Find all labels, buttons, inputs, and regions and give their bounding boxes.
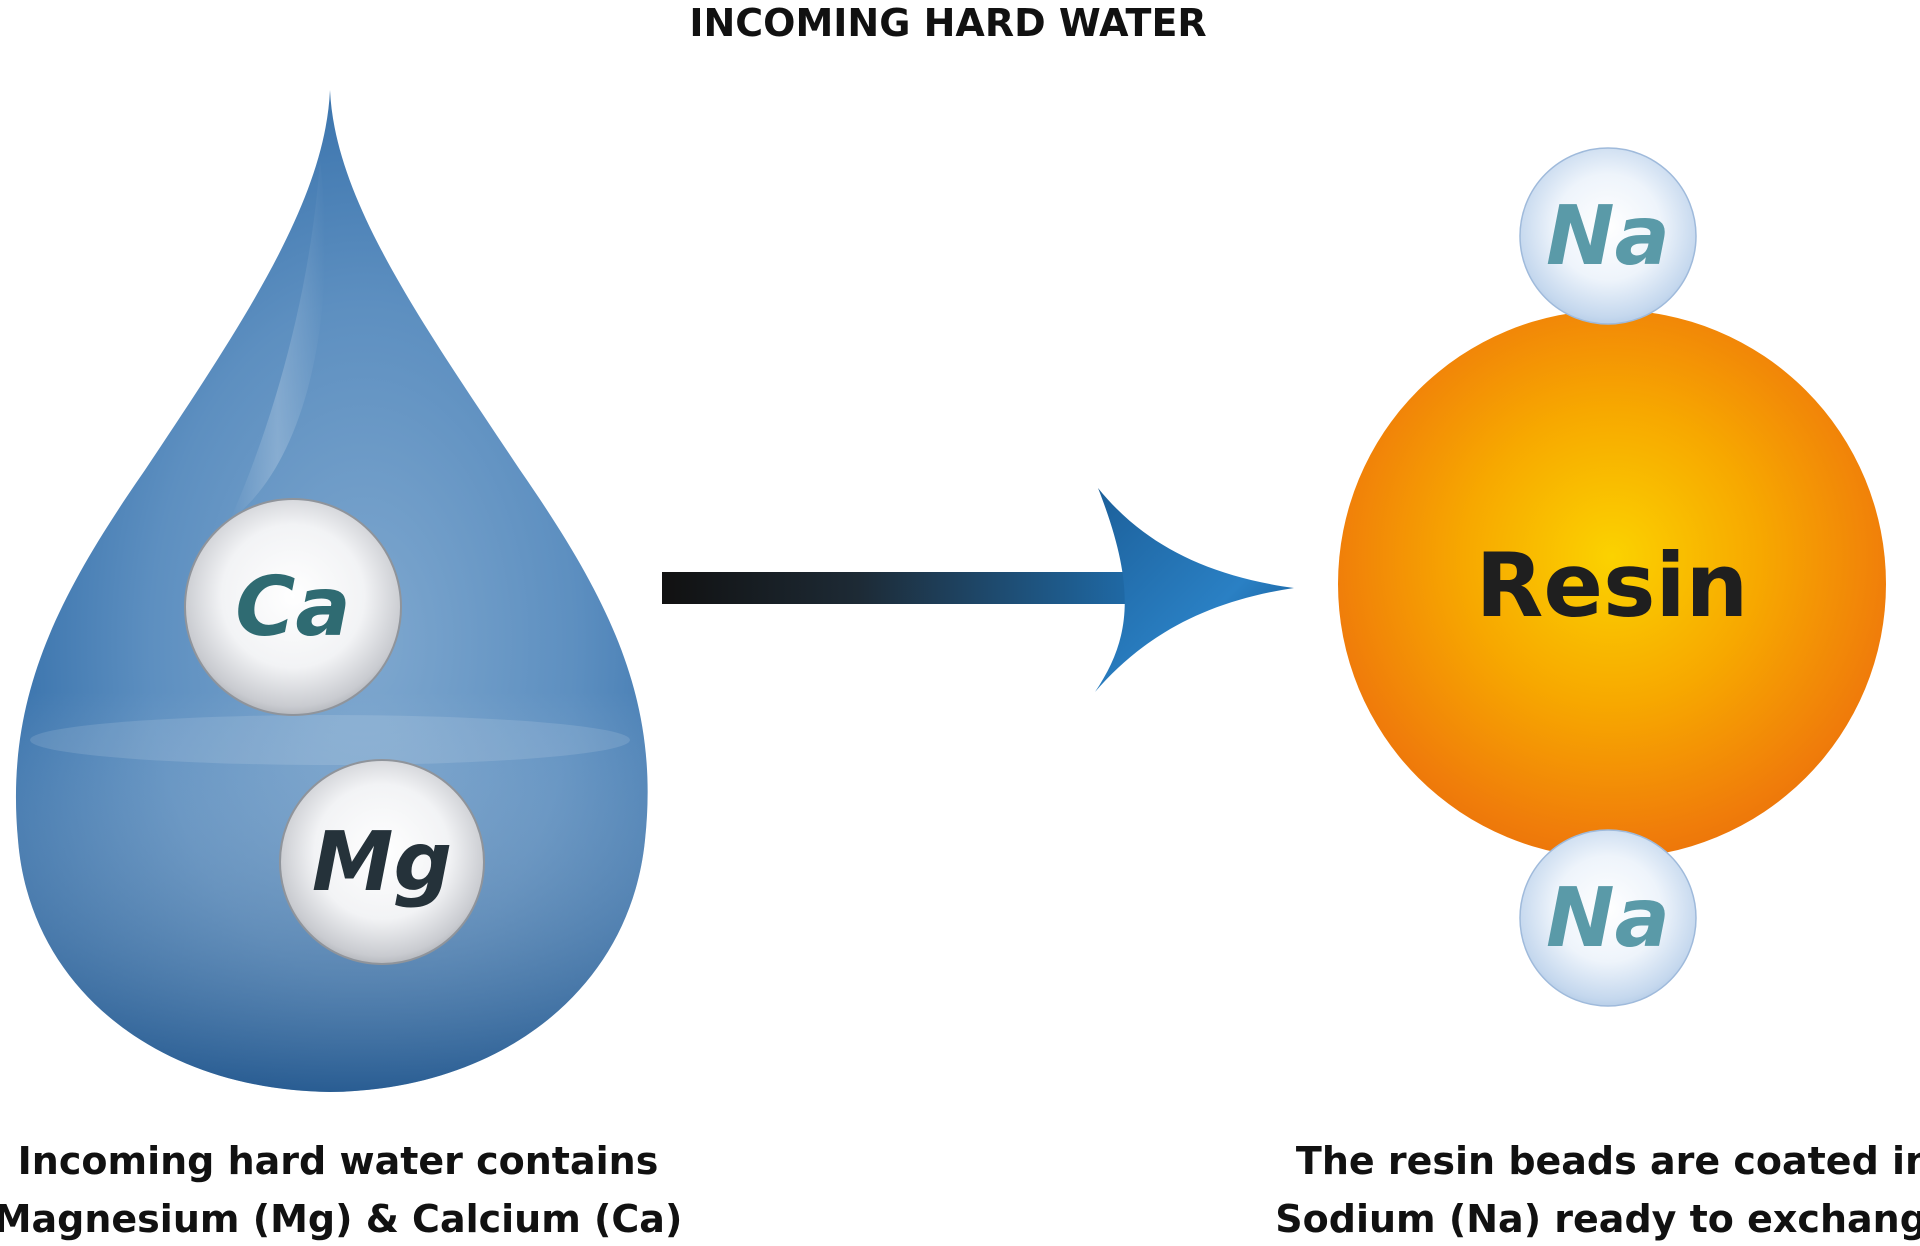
magnesium-ion-label: Mg bbox=[312, 815, 452, 910]
calcium-ion-label: Ca bbox=[235, 560, 351, 655]
calcium-ion: Ca bbox=[184, 498, 402, 716]
resin-caption-line-1: The resin beads are coated in bbox=[1296, 1139, 1920, 1183]
diagram-title: INCOMING HARD WATER bbox=[689, 1, 1206, 45]
sodium-ion-top-label: Na bbox=[1546, 189, 1670, 284]
resin-sphere bbox=[1338, 310, 1886, 858]
water-drop: Ca Mg bbox=[15, 90, 648, 1092]
sodium-ion-bottom: Na bbox=[1519, 829, 1697, 1007]
resin-bead: Resin Na Na bbox=[1338, 147, 1886, 1007]
water-drop-caption: Incoming hard water contains Magnesium (… bbox=[0, 1139, 682, 1241]
arrow-shaft bbox=[662, 572, 1152, 604]
water-drop-caption-line-1: Incoming hard water contains bbox=[18, 1139, 659, 1183]
water-drop-caption-line-2: Magnesium (Mg) & Calcium (Ca) bbox=[0, 1197, 682, 1241]
right-arrow-icon bbox=[662, 488, 1294, 692]
resin-caption-line-2: Sodium (Na) ready to exchange bbox=[1275, 1197, 1920, 1241]
resin-label: Resin bbox=[1476, 534, 1749, 637]
magnesium-ion: Mg bbox=[279, 759, 485, 965]
arrow-head bbox=[1095, 488, 1294, 692]
resin-caption: The resin beads are coated in Sodium (Na… bbox=[1275, 1139, 1920, 1241]
sodium-ion-top: Na bbox=[1519, 147, 1697, 325]
sodium-ion-bottom-label: Na bbox=[1546, 871, 1670, 966]
